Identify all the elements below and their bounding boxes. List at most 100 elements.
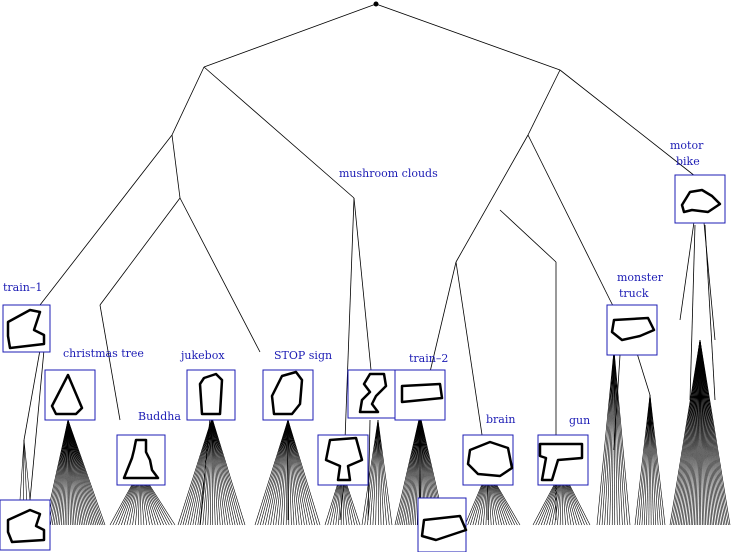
fan-line [369,419,379,526]
fan-line [377,419,393,526]
fan-line [613,349,623,526]
jukebox-thumbnail [186,369,236,421]
fan-line [287,419,316,526]
fan-line [377,419,385,526]
fan-line [649,394,654,526]
fan-line [604,349,615,526]
fan-line [185,417,213,526]
stop-sign-shape-icon [270,370,304,416]
fan-line [211,417,228,526]
fan-line [287,419,305,526]
fan-line [287,419,313,526]
tree-edge [527,134,611,301]
tree-edge [203,3,377,68]
fan-line [257,419,289,526]
fan-line [613,349,616,526]
tree-edge [375,3,561,71]
fan-line [187,417,213,526]
train-bottom-thumbnail [417,497,468,552]
tree-edge [635,349,651,396]
fan-line [287,419,308,526]
fan-line [377,419,382,526]
gun-shape-icon [538,442,584,482]
thumbnail-frame [606,304,658,356]
fan-line [641,394,651,526]
dog-thumbnail [347,369,397,419]
fan-line [402,414,421,526]
tree-edge [344,197,355,441]
fan-line [66,419,69,526]
label-buddha: Buddha [138,410,181,423]
tree-edge [499,209,557,263]
fan-line [62,419,69,526]
fan-line [372,419,379,526]
fan-line [67,419,71,526]
fan-line [182,417,213,526]
fan-line [634,394,651,526]
fan-line [287,419,290,526]
fan-line [601,349,615,526]
fan-line [19,439,25,501]
fan-line [639,394,651,526]
fan-line [202,417,213,526]
fan-line [67,419,75,526]
mushroom-cloud-shape-icon [324,436,364,482]
fan-line [180,417,213,526]
fan-line [190,417,213,526]
fan-line [400,414,421,526]
train-bottom-shape-icon [420,514,468,542]
fan-line [596,349,615,526]
fan-line [285,419,289,526]
fan-line [649,394,657,526]
fan-line [407,414,421,526]
label-motor-bike-line1: motor [670,139,704,152]
stop-sign-thumbnail [262,369,314,421]
label-mushroom-clouds: mushroom clouds [339,167,438,180]
tree-edge [23,349,41,441]
fan-line [67,419,73,526]
train2-thumbnail [394,369,446,421]
label-monster-truck-line1: monster [617,271,663,284]
fan-line [211,417,231,526]
fan-line [177,417,213,526]
fan-line [23,439,31,501]
fan-line [413,414,421,526]
train1-shape-icon [6,308,46,350]
fan-line [398,414,421,526]
fan-line [61,419,69,526]
fan-line [259,419,289,526]
fan-line [613,349,631,526]
tree-edge [704,224,716,401]
fan-line [262,419,289,526]
thumbnail-frame [674,174,726,224]
fan-line [211,417,241,526]
tree-edge [559,69,701,181]
fan-line [275,419,289,526]
fan-line [272,419,289,526]
fan-line [211,417,221,526]
tree-edge [367,419,371,521]
fan-line [364,419,379,526]
fan-line [649,394,659,526]
fan-line [278,419,289,526]
fan-line [394,414,421,526]
train2-shape-icon [400,382,444,404]
label-stop-sign: STOP sign [274,349,333,362]
thumbnail-frame [262,369,314,421]
fan-line [599,349,615,526]
fan-line [67,419,69,526]
fan-line [67,419,79,526]
fan-line [287,419,310,526]
fan-line [283,419,289,526]
leaf-fans [19,339,731,526]
fan-line [209,417,213,526]
dog-shape-icon [358,372,388,414]
thumbnail-frame [347,369,397,419]
tree-edge [455,261,485,449]
tree-edge [689,224,696,401]
root-node [373,1,379,7]
fan-line [287,419,295,526]
fan-line [699,339,731,526]
fan-line [211,417,236,526]
fan-line [649,394,666,526]
